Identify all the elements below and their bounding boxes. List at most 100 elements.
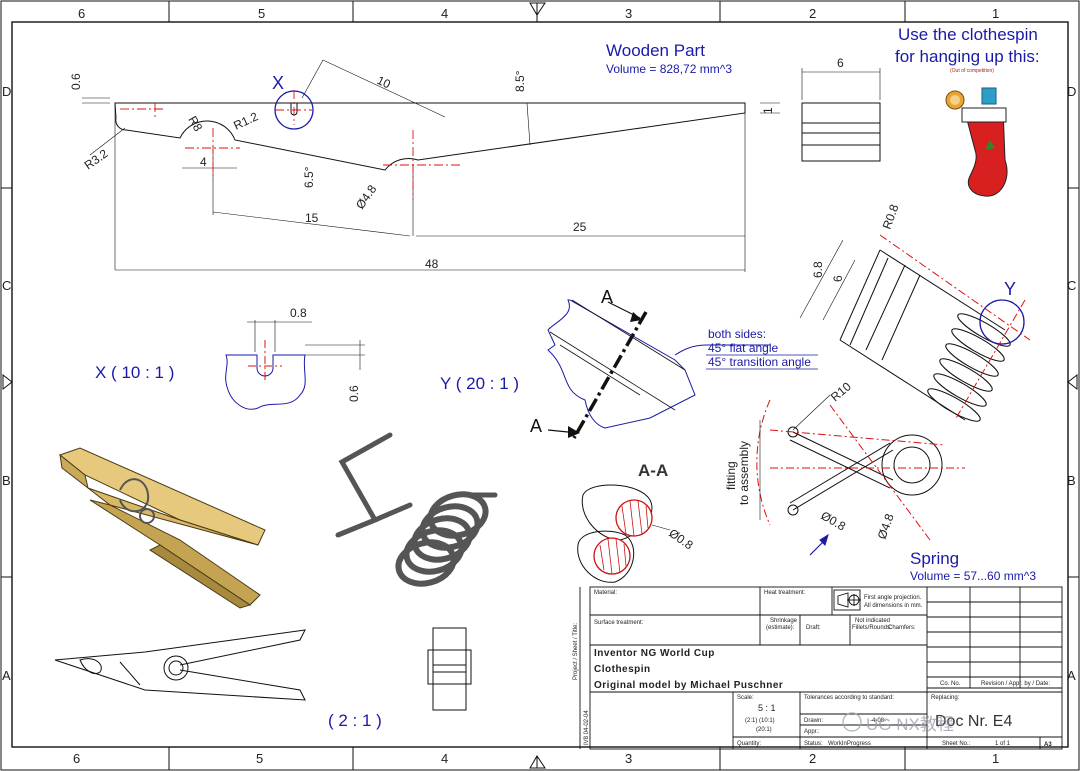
spring-dim-r0-8: R0.8 bbox=[880, 202, 902, 231]
detail-y-text: A A both sides: 45° flat angle 45° trans… bbox=[440, 287, 811, 436]
dim-48: 48 bbox=[425, 257, 439, 271]
spring-top-view bbox=[799, 234, 1031, 422]
col-label-top: 6 bbox=[78, 6, 85, 21]
tb-scale-label: Scale: bbox=[737, 695, 754, 701]
wooden-part-volume: Volume = 828,72 mm^3 bbox=[606, 62, 732, 76]
tb-scale-sub-2: (20:1) bbox=[756, 727, 772, 733]
tb-size: A3 bbox=[1044, 742, 1052, 748]
tb-projection-2: All dimensions in mm. bbox=[864, 603, 923, 609]
tb-co-no: Co. No. bbox=[940, 681, 961, 687]
wooden-part-side-view bbox=[801, 68, 881, 162]
detail-y-view bbox=[547, 299, 818, 439]
dim-6-side: 6 bbox=[837, 56, 844, 70]
dim-10: 10 bbox=[375, 73, 393, 91]
detail-y-label: Y ( 20 : 1 ) bbox=[440, 374, 519, 393]
spring-side-dims: R10 fitting to assembly Ø0.8 Ø4.8 Spring… bbox=[724, 379, 1036, 583]
dim-6-5deg: 6.5° bbox=[302, 166, 316, 188]
fitting-note-2: to assembly bbox=[737, 441, 751, 505]
detail-y-note-3: 45° transition angle bbox=[708, 355, 811, 369]
spring-3d-view bbox=[335, 432, 498, 587]
tb-drawn: Drawn: bbox=[804, 718, 823, 724]
row-label-left: B bbox=[2, 473, 11, 488]
col-label-bottom: 2 bbox=[809, 751, 816, 766]
tb-shrinkage-2: (estimate): bbox=[766, 625, 795, 631]
col-label-top: 5 bbox=[258, 6, 265, 21]
wooden-part-title: Wooden Part bbox=[606, 41, 705, 60]
detail-y-marker: Y bbox=[1004, 279, 1016, 299]
dim-0-6: 0.6 bbox=[69, 73, 83, 90]
section-a-a-view: A-A Ø0.8 bbox=[577, 461, 696, 583]
detail-y-note-2: 45° flat angle bbox=[708, 341, 779, 355]
detail-y-note-1: both sides: bbox=[708, 327, 766, 341]
col-label-bottom: 4 bbox=[441, 751, 448, 766]
tb-doc-number: Doc Nr. E4 bbox=[935, 713, 1012, 730]
clothespin-end-view bbox=[427, 627, 472, 711]
row-label-left: A bbox=[2, 668, 11, 683]
detail-x-label: X ( 10 : 1 ) bbox=[95, 363, 174, 382]
tb-status-label: Status: bbox=[804, 741, 823, 747]
tb-projection-1: First angle projection. bbox=[864, 595, 922, 601]
tb-replacing: Replacing: bbox=[931, 695, 960, 701]
note-top-right: Use the clothespin for hanging up this: … bbox=[895, 25, 1040, 74]
col-label-bottom: 5 bbox=[256, 751, 263, 766]
tb-quantity: Quantity: bbox=[737, 741, 761, 747]
dim-phi4-8: Ø4.8 bbox=[353, 182, 380, 212]
wooden-part-view bbox=[82, 59, 780, 272]
spring-dim-6: 6 bbox=[831, 275, 845, 282]
dim-r8: R8 bbox=[185, 114, 205, 135]
dim-4: 4 bbox=[200, 155, 207, 169]
row-label-right: C bbox=[1067, 278, 1076, 293]
row-label-left: C bbox=[2, 278, 11, 293]
section-a-a-dim-phi0-8: Ø0.8 bbox=[666, 526, 696, 553]
spring-title: Spring bbox=[910, 549, 959, 568]
note-line-1: Use the clothespin bbox=[898, 25, 1038, 44]
tb-sheet-of: 1 of 1 bbox=[995, 741, 1011, 747]
tb-title-line-2: Clothespin bbox=[594, 664, 651, 675]
spring-volume: Volume = 57...60 mm^3 bbox=[910, 569, 1036, 583]
detail-x-dim-0-8: 0.8 bbox=[290, 306, 307, 320]
tb-title-line-3: Original model by Michael Puschner bbox=[594, 680, 783, 691]
title-block-text: Material: Heat treatment: First angle pr… bbox=[573, 590, 1052, 748]
iso-scale-label: ( 2 : 1 ) bbox=[328, 711, 382, 730]
projection-symbol-icon bbox=[837, 592, 861, 608]
tb-side-label-1: Project / Sheet / Title: bbox=[573, 623, 579, 680]
section-a-top: A bbox=[601, 287, 613, 307]
tb-chamfers: Chamfers: bbox=[888, 625, 916, 631]
dim-25: 25 bbox=[573, 220, 587, 234]
tb-appr: Appr.: bbox=[804, 729, 820, 735]
dim-r3-2: R3.2 bbox=[82, 146, 111, 172]
col-label-bottom: 3 bbox=[625, 751, 632, 766]
row-label-left: D bbox=[2, 84, 11, 99]
spring-dim-phi4-8: Ø4.8 bbox=[875, 511, 897, 541]
col-label-bottom: 1 bbox=[992, 751, 999, 766]
section-a-a-label: A-A bbox=[638, 461, 668, 480]
row-label-right: B bbox=[1067, 473, 1076, 488]
detail-x-dim-0-6: 0.6 bbox=[347, 385, 361, 402]
col-label-top: 2 bbox=[809, 6, 816, 21]
dim-r1-2: R1.2 bbox=[231, 109, 260, 133]
tb-fillets-2: Fillets/Rounds: bbox=[852, 625, 892, 631]
title-block bbox=[579, 586, 1063, 750]
fitting-note-1: fitting bbox=[724, 461, 738, 490]
row-label-right: D bbox=[1067, 84, 1076, 99]
spring-dim-r10: R10 bbox=[828, 379, 854, 404]
watermark-text: UG NX教程 bbox=[866, 715, 954, 734]
tb-sheet-no: Sheet No.: bbox=[942, 741, 971, 747]
row-label-right: A bbox=[1067, 668, 1076, 683]
frame-labels: 6 5 4 3 2 1 6 5 4 3 2 1 D C B A D C B A bbox=[2, 6, 1076, 766]
tb-fillets-1: Not indicated bbox=[855, 618, 890, 624]
tb-scale-sub-1: (2:1) (10:1) bbox=[745, 718, 775, 724]
dim-1: 1 bbox=[761, 107, 775, 114]
tb-revision: Revision / Appr. by / Date: bbox=[981, 681, 1050, 687]
spring-side-view bbox=[756, 394, 965, 556]
note-small: (Out of competition) bbox=[950, 68, 994, 74]
dim-15: 15 bbox=[305, 211, 319, 225]
col-label-top: 1 bbox=[992, 6, 999, 21]
section-a-bottom: A bbox=[530, 416, 542, 436]
dim-8-5deg: 8.5° bbox=[513, 70, 527, 92]
note-line-2: for hanging up this: bbox=[895, 47, 1040, 66]
tb-status: WorkInProgress bbox=[828, 741, 871, 747]
tb-heat: Heat treatment: bbox=[764, 590, 806, 596]
tb-surface: Surface treatment: bbox=[594, 620, 644, 626]
